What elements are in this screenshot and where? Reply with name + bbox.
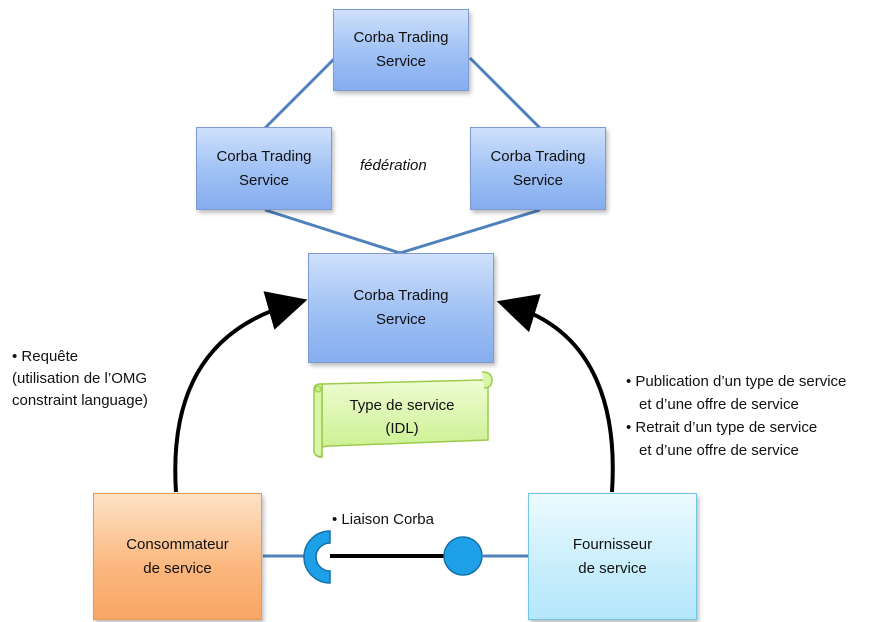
federation-link-top-right — [468, 56, 542, 130]
trading-service-right-line1: Corba Trading — [490, 147, 586, 165]
corba-link-text: Liaison Corba — [341, 511, 434, 528]
provided-interface-ball — [443, 536, 483, 576]
trading-service-right-line2: Service — [512, 171, 564, 189]
corba-link-label: • Liaison Corba — [332, 509, 434, 531]
bullet-icon: • — [332, 511, 342, 528]
request-arrow — [173, 291, 308, 493]
withdrawal-line1: Retrait d’un type de service — [635, 419, 818, 436]
bullet-icon: • — [12, 348, 22, 365]
required-interface-socket — [303, 530, 331, 584]
provider-line2: de service — [578, 559, 647, 577]
federation-label: fédération — [360, 157, 427, 174]
trading-service-left-line1: Corba Trading — [216, 147, 312, 165]
request-bullet-text: Requête — [21, 348, 79, 365]
service-provider: Fournisseur de service — [528, 493, 697, 620]
publication-line1: Publication d’un type de service — [635, 373, 847, 390]
request-note: • Requête (utilisation de l’OMG constrai… — [12, 346, 148, 412]
withdrawal-line2: et d’une offre de service — [639, 442, 799, 459]
request-detail-line2: constraint language) — [12, 392, 148, 409]
publication-line2: et d’une offre de service — [639, 396, 799, 413]
trading-service-left-line2: Service — [238, 171, 290, 189]
federation-link-left-center — [264, 208, 401, 255]
trading-service-top-line1: Corba Trading — [353, 29, 449, 46]
trading-service-top-line2: Service — [375, 53, 427, 70]
federation-link-right-center — [399, 208, 541, 255]
provider-notes: • Publication d’un type de service et d’… — [626, 370, 846, 462]
idl-scroll-text: Type de service (IDL) — [316, 386, 488, 448]
scroll-line1: Type de service — [349, 397, 455, 414]
scroll-line2: (IDL) — [385, 420, 419, 437]
trading-service-center-line2: Service — [375, 311, 427, 328]
consumer-line1: Consommateur — [126, 535, 229, 553]
bullet-icon: • — [626, 419, 636, 436]
publication-arrow — [496, 293, 615, 493]
federation-link-top-left — [263, 56, 337, 130]
bullet-icon: • — [626, 373, 636, 390]
service-consumer: Consommateur de service — [93, 493, 262, 620]
provider-line1: Fournisseur — [572, 535, 653, 553]
request-detail-line1: (utilisation de l’OMG — [12, 370, 148, 387]
trading-service-center-line1: Corba Trading — [353, 287, 449, 304]
idl-scroll-shape — [313, 371, 493, 458]
consumer-line2: de service — [143, 559, 212, 577]
